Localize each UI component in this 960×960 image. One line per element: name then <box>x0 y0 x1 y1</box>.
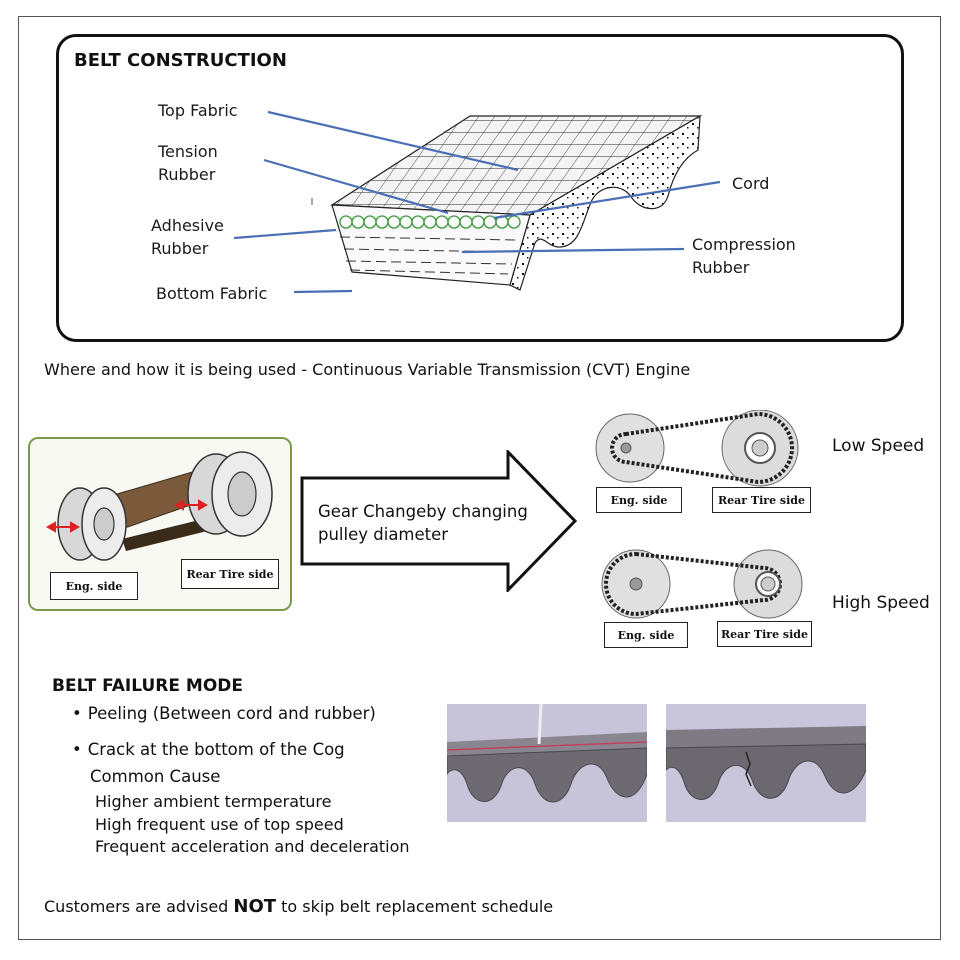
advice-emphasis: NOT <box>233 896 277 917</box>
advice-text-after: to skip belt replacement schedule <box>276 897 554 916</box>
label-compression-rubber: Compression Rubber <box>692 235 796 277</box>
failure-mode-title: BELT FAILURE MODE <box>52 676 243 696</box>
common-cause-list: Higher ambient termperature High frequen… <box>95 791 410 859</box>
low-speed-label: Low Speed <box>832 436 925 456</box>
failure-mode-item: Crack at the bottom of the Cog <box>72 738 376 774</box>
cause-item: Higher ambient termperature <box>95 792 332 811</box>
cause-item: Frequent acceleration and deceleration <box>95 837 410 856</box>
replacement-advice: Customers are advised NOT to skip belt r… <box>44 896 553 917</box>
cvt-panel-rear-tire-label: Rear Tire side <box>181 559 279 589</box>
page-frame <box>18 16 941 940</box>
gear-change-text: Gear Changeby changing pulley diameter <box>318 502 528 544</box>
low-speed-rear-tire-label: Rear Tire side <box>712 487 811 513</box>
common-cause-title: Common Cause <box>90 767 221 786</box>
usage-description: Where and how it is being used - Continu… <box>44 360 691 379</box>
label-adhesive-rubber: Adhesive Rubber <box>151 216 224 258</box>
low-speed-eng-side-label: Eng. side <box>596 487 682 513</box>
label-cord: Cord <box>732 174 770 193</box>
peeling-failure-photo <box>447 704 647 822</box>
belt-construction-panel <box>56 34 904 342</box>
gear-change-arrow <box>300 450 578 592</box>
label-bottom-fabric: Bottom Fabric <box>156 284 268 303</box>
cause-item: High frequent use of top speed <box>95 814 344 834</box>
label-top-fabric: Top Fabric <box>158 101 238 120</box>
low-speed-pulley-diagram <box>595 410 799 487</box>
cvt-pulley-illustration <box>45 451 273 561</box>
high-speed-pulley-diagram <box>601 549 803 619</box>
label-tension-rubber: Tension Rubber <box>158 142 218 184</box>
failure-mode-item: Peeling (Between cord and rubber) <box>72 702 376 738</box>
advice-text-before: Customers are advised <box>44 897 234 916</box>
cog-crack-failure-photo <box>666 704 866 822</box>
cvt-panel-eng-side-label: Eng. side <box>50 572 138 600</box>
high-speed-label: High Speed <box>832 593 930 613</box>
high-speed-rear-tire-label: Rear Tire side <box>717 621 812 647</box>
high-speed-eng-side-label: Eng. side <box>604 622 688 648</box>
failure-mode-list: Peeling (Between cord and rubber) Crack … <box>72 702 376 774</box>
belt-cross-section-illustration <box>233 110 721 294</box>
belt-construction-title: BELT CONSTRUCTION <box>74 50 287 71</box>
